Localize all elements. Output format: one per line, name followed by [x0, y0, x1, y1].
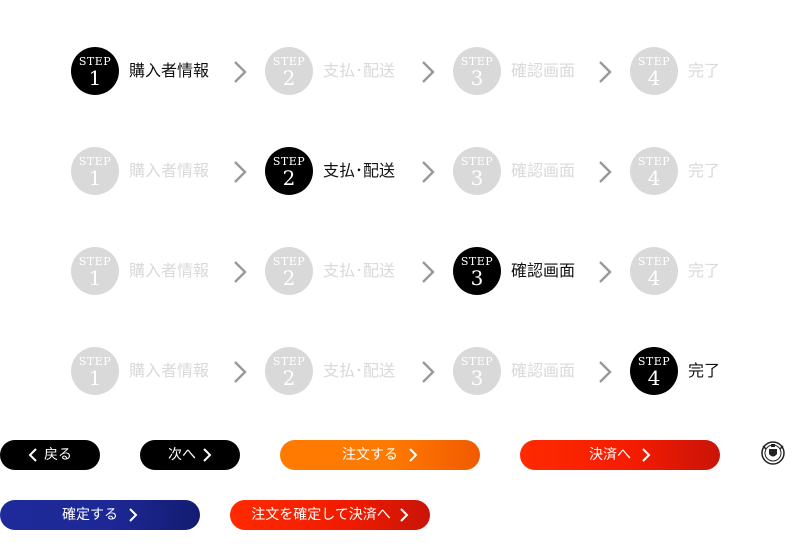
confirm-button[interactable]: 確定する — [0, 500, 200, 530]
chevron-right-icon — [233, 260, 247, 284]
back-button[interactable]: 戻る — [0, 440, 100, 470]
step-label: 完了 — [688, 361, 721, 380]
step-label: 支払･配送 — [323, 261, 396, 280]
chevron-right-icon — [129, 508, 138, 522]
step-label: 購入者情報 — [129, 61, 210, 80]
step-word: STEP — [637, 55, 671, 68]
chevron-right-icon — [598, 160, 612, 184]
step-word: STEP — [460, 155, 494, 168]
chevron-right-icon — [421, 160, 435, 184]
step-number: 1 — [88, 266, 102, 290]
step-label: 確認画面 — [511, 61, 576, 80]
step-number: 4 — [647, 266, 661, 290]
step-label: 購入者情報 — [129, 161, 210, 180]
step-word: STEP — [460, 355, 494, 368]
step-label: 支払･配送 — [323, 161, 396, 180]
crest-emblem-icon — [761, 441, 785, 465]
step-word: STEP — [637, 155, 671, 168]
step-word: STEP — [272, 55, 306, 68]
step-label: 完了 — [688, 261, 721, 280]
confirm-and-settle-button-label: 注文を確定して決済へ — [251, 507, 391, 523]
step-number: 1 — [88, 166, 102, 190]
chevron-right-icon — [421, 260, 435, 284]
confirm-button-label: 確定する — [62, 507, 118, 523]
chevron-left-icon — [28, 448, 37, 462]
step-label: 完了 — [688, 161, 721, 180]
step-label: 確認画面 — [511, 161, 576, 180]
chevron-right-icon — [598, 60, 612, 84]
chevron-right-icon — [409, 448, 418, 462]
step-label: 支払･配送 — [323, 61, 396, 80]
chevron-right-icon — [203, 448, 212, 462]
next-button[interactable]: 次へ — [140, 440, 240, 470]
chevron-right-icon — [421, 60, 435, 84]
step-number: 3 — [470, 166, 484, 190]
step-word: STEP — [637, 255, 671, 268]
step-word: STEP — [460, 255, 494, 268]
step-word: STEP — [637, 355, 671, 368]
step-number: 2 — [282, 266, 296, 290]
step-label: 確認画面 — [511, 261, 576, 280]
chevron-right-icon — [421, 360, 435, 384]
step-label: 確認画面 — [511, 361, 576, 380]
step-label: 完了 — [688, 61, 721, 80]
settle-button-label: 決済へ — [589, 447, 631, 463]
step-number: 4 — [647, 66, 661, 90]
step-word: STEP — [272, 155, 306, 168]
chevron-right-icon — [400, 508, 409, 522]
step-number: 4 — [647, 366, 661, 390]
step-label: 購入者情報 — [129, 261, 210, 280]
step-word: STEP — [78, 155, 112, 168]
confirm-and-settle-button[interactable]: 注文を確定して決済へ — [230, 500, 430, 530]
step-word: STEP — [460, 55, 494, 68]
next-button-label: 次へ — [168, 447, 196, 463]
step-word: STEP — [272, 255, 306, 268]
step-number: 3 — [470, 66, 484, 90]
step-number: 1 — [88, 366, 102, 390]
chevron-right-icon — [598, 360, 612, 384]
step-number: 1 — [88, 66, 102, 90]
chevron-right-icon — [642, 448, 651, 462]
step-word: STEP — [272, 355, 306, 368]
order-button-label: 注文する — [342, 447, 398, 463]
settle-button[interactable]: 決済へ — [520, 440, 720, 470]
order-button[interactable]: 注文する — [280, 440, 480, 470]
step-number: 2 — [282, 366, 296, 390]
step-number: 2 — [282, 66, 296, 90]
chevron-right-icon — [233, 360, 247, 384]
chevron-right-icon — [598, 260, 612, 284]
step-number: 2 — [282, 166, 296, 190]
step-label: 購入者情報 — [129, 361, 210, 380]
back-button-label: 戻る — [44, 447, 72, 463]
chevron-right-icon — [233, 160, 247, 184]
step-word: STEP — [78, 55, 112, 68]
step-number: 3 — [470, 266, 484, 290]
step-number: 3 — [470, 366, 484, 390]
step-word: STEP — [78, 355, 112, 368]
step-number: 4 — [647, 166, 661, 190]
chevron-right-icon — [233, 60, 247, 84]
step-label: 支払･配送 — [323, 361, 396, 380]
step-word: STEP — [78, 255, 112, 268]
